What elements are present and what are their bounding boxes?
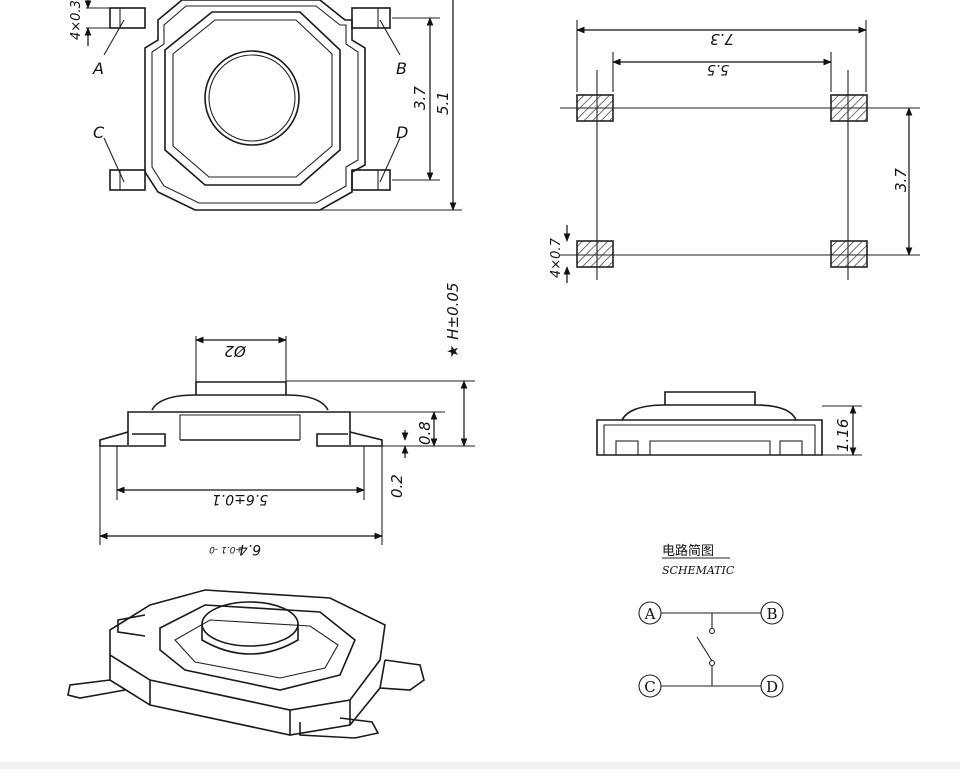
pcb-pad-b bbox=[830, 94, 868, 122]
iso-leg-right bbox=[379, 659, 425, 691]
page-bottom-rule bbox=[0, 762, 960, 769]
dim-total-width-tolerance: +0.1 -0 bbox=[209, 544, 243, 554]
pcb-pad-d bbox=[830, 240, 868, 268]
side-view-leg-right bbox=[316, 431, 383, 447]
pcb-pad-c bbox=[576, 240, 614, 268]
dim-body-width: 5.6±0.1 bbox=[212, 491, 268, 507]
side-view: Ø2 ★ H±0.05 0.8 0.2 5.6±0.1 6.4 +0.1 -0 bbox=[99, 283, 475, 557]
pin-label-b: B bbox=[396, 59, 407, 78]
dim-pad-spacing: 3.7 bbox=[892, 168, 910, 192]
top-view-actuator-inner bbox=[208, 54, 296, 142]
iso-leg-front-right bbox=[299, 717, 380, 739]
side-view-actuator bbox=[195, 381, 287, 395]
dim-outer-width: 7.3 bbox=[710, 30, 734, 48]
front-view-dome bbox=[621, 404, 797, 421]
schematic-label-d: D bbox=[766, 678, 778, 696]
iso-leg-left bbox=[67, 679, 126, 699]
pcb-layout: 7.3 5.5 3.7 4×0.7 bbox=[549, 20, 920, 283]
top-view: A B C D 4×0.3 3.7 5.1 bbox=[69, 0, 462, 211]
dim-pad-size: 4×0.7 bbox=[549, 237, 564, 278]
top-view-pins bbox=[109, 7, 391, 191]
dim-pin-width: 4×0.3 bbox=[69, 0, 84, 40]
front-view: 1.16 bbox=[596, 391, 862, 456]
iso-cap-outer bbox=[159, 604, 356, 691]
pin-label-d: D bbox=[396, 123, 408, 142]
schematic: 电路简图 SCHEMATIC A B C D bbox=[638, 543, 784, 698]
side-view-leg-left bbox=[99, 431, 166, 447]
schematic-label-c: C bbox=[644, 678, 655, 696]
schematic-label-b: B bbox=[766, 605, 777, 623]
dim-leg: 0.2 bbox=[388, 474, 406, 498]
pin-label-a: A bbox=[92, 59, 104, 78]
top-view-cap-octagon bbox=[164, 11, 341, 186]
iso-actuator-side bbox=[201, 624, 299, 655]
dim-height: ★ H±0.05 bbox=[444, 283, 462, 358]
schematic-label-a: A bbox=[644, 605, 656, 623]
dim-body: 0.8 bbox=[416, 421, 434, 445]
pcb-pad-a bbox=[576, 94, 614, 122]
isometric-view bbox=[67, 589, 425, 739]
dim-actuator-dia: Ø2 bbox=[224, 342, 246, 360]
side-view-body bbox=[127, 411, 351, 445]
schematic-title-en: SCHEMATIC bbox=[662, 564, 735, 577]
dim-front-height: 1.16 bbox=[834, 419, 852, 452]
top-view-cap-octagon-inner bbox=[172, 19, 333, 178]
front-view-actuator bbox=[664, 391, 756, 405]
dim-inner-width: 5.5 bbox=[707, 61, 729, 77]
iso-leg-back-left bbox=[117, 614, 146, 637]
dim-total-height: 5.1 bbox=[434, 91, 452, 115]
side-view-dome bbox=[151, 394, 329, 411]
schematic-title-cn: 电路简图 bbox=[662, 543, 714, 559]
dim-total-width: 6.4 bbox=[239, 541, 261, 557]
top-view-actuator-outer bbox=[204, 50, 300, 146]
dim-inner-height: 3.7 bbox=[411, 86, 429, 110]
top-view-body-outline bbox=[144, 0, 366, 211]
schematic-switch-contact bbox=[696, 636, 713, 662]
pin-label-c: C bbox=[93, 123, 105, 142]
top-view-body-inner bbox=[151, 5, 359, 204]
